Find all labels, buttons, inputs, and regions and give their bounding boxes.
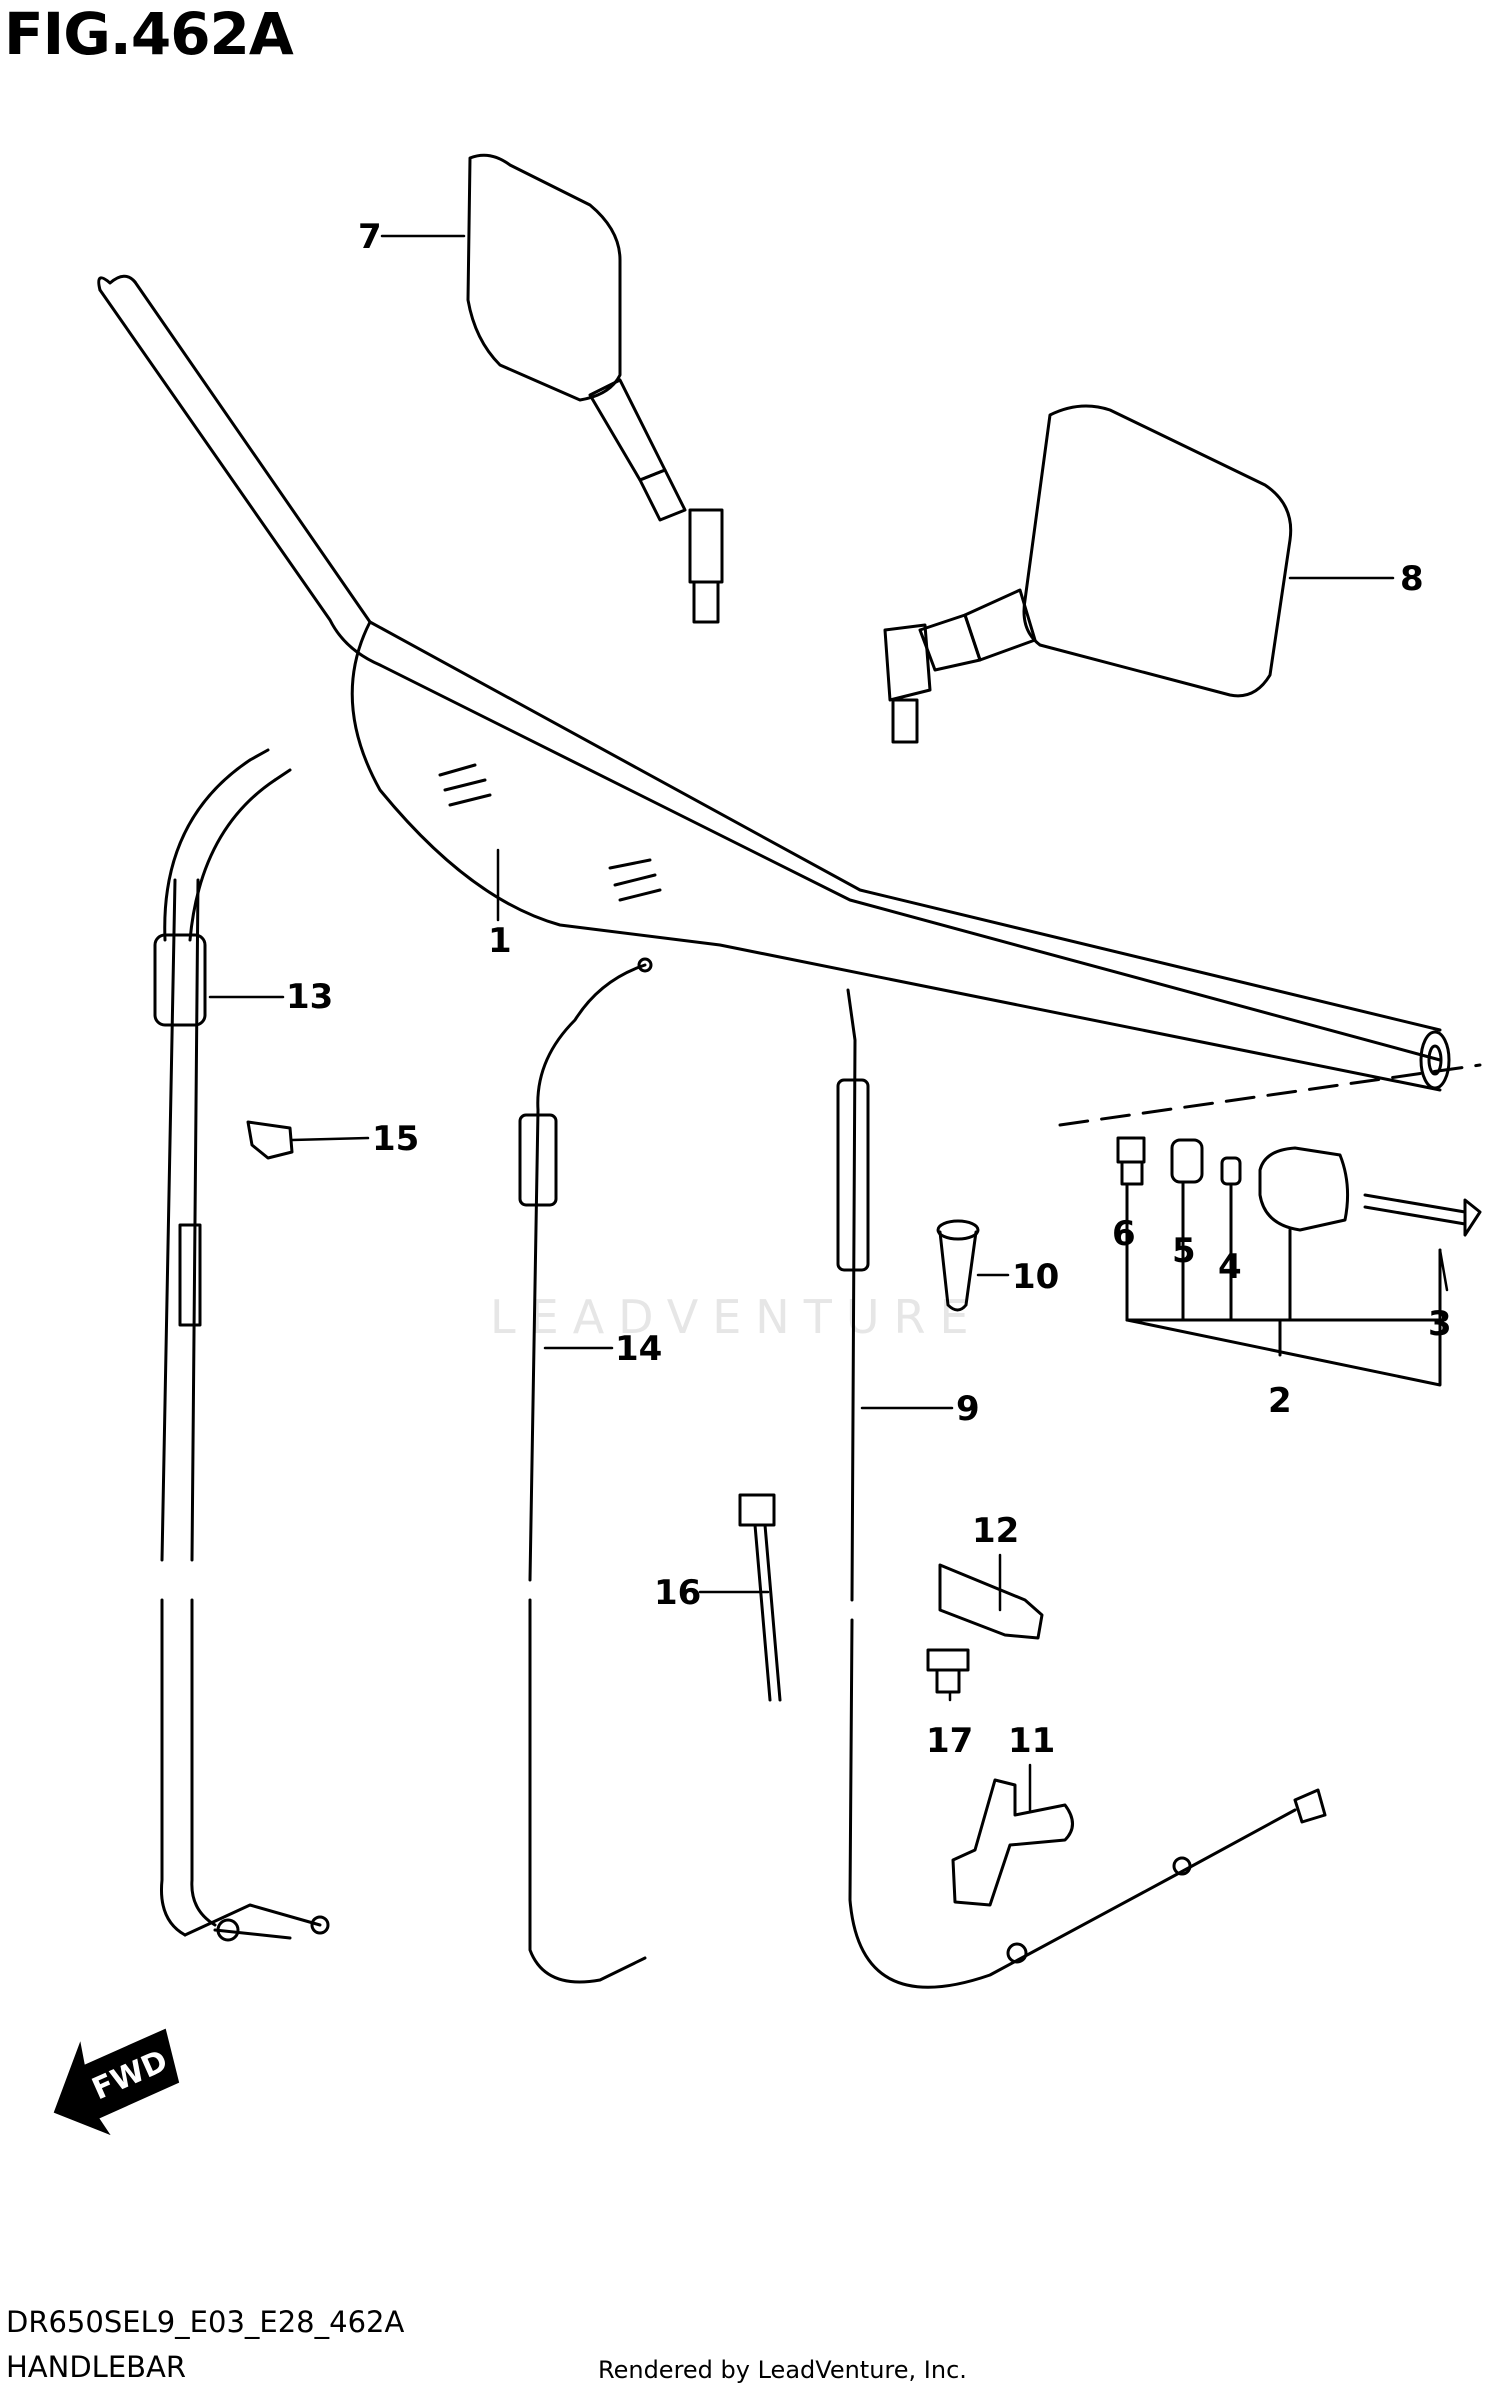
callout-8: 8 [1400, 559, 1424, 599]
callout-16: 16 [654, 1573, 701, 1613]
callout-17: 17 [926, 1721, 973, 1761]
bracket-12-part [938, 1563, 1044, 1640]
callout-12: 12 [972, 1511, 1019, 1551]
callout-leaders [208, 234, 1449, 1812]
figure-title: FIG.462A [4, 0, 294, 68]
callout-10: 10 [1012, 1257, 1059, 1297]
callout-3: 3 [1428, 1304, 1452, 1344]
grommet-part [936, 1219, 980, 1312]
bar-end-assembly [1058, 1063, 1482, 1387]
render-credit: Rendered by LeadVenture, Inc. [598, 2356, 967, 2384]
callout-13: 13 [286, 977, 333, 1017]
clip-part [246, 1120, 294, 1160]
callout-1: 1 [488, 921, 512, 961]
left-mirror-part [466, 153, 724, 624]
callout-6: 6 [1112, 1214, 1136, 1254]
handlebar-part [97, 274, 1451, 1092]
section-name: HANDLEBAR [6, 2350, 187, 2384]
cable-tie-part [738, 1493, 782, 1702]
callout-5: 5 [1172, 1231, 1196, 1271]
model-code: DR650SEL9_E03_E28_462A [6, 2305, 405, 2339]
callout-15: 15 [372, 1119, 419, 1159]
callout-9: 9 [956, 1389, 980, 1429]
callout-2: 2 [1268, 1381, 1292, 1421]
throttle-cables-part [153, 748, 330, 1942]
callout-11: 11 [1008, 1721, 1055, 1761]
callout-numbers: 7 8 1 13 15 6 5 4 3 2 10 14 9 12 16 11 1… [286, 217, 1452, 1761]
callout-14: 14 [615, 1329, 662, 1369]
clutch-cable-part [836, 988, 1327, 1989]
right-mirror-part [883, 404, 1293, 744]
callout-7: 7 [358, 217, 382, 257]
bracket-11-part [951, 1778, 1074, 1907]
watermark: LEADVENTURE [490, 1290, 983, 1344]
bolt-17-part [926, 1648, 970, 1694]
fwd-arrow-icon: FWD [53, 2028, 180, 2136]
choke-cable-part [518, 957, 653, 1984]
callout-4: 4 [1218, 1247, 1242, 1287]
